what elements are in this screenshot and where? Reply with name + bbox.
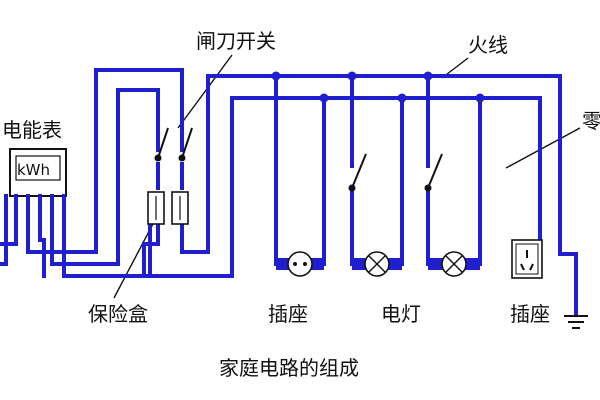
socket-left (276, 251, 324, 277)
junction-dots (271, 71, 485, 103)
fuse-box (147, 191, 189, 225)
socket-right (511, 239, 543, 279)
diagram-caption: 家庭电路的组成 (219, 356, 359, 380)
socket-left-label: 插座 (268, 302, 308, 326)
knife-switch-label: 闸刀开关 (196, 29, 276, 53)
lamp-1 (352, 251, 402, 277)
wiring (0, 68, 578, 316)
meter-label: 电能表 (2, 118, 62, 142)
socket-right-label: 插座 (510, 302, 550, 326)
lamp-label: 电灯 (381, 302, 421, 326)
meter-unit-label: kWh (17, 161, 50, 179)
lamp-2 (428, 251, 480, 277)
lamp-switches (348, 153, 443, 192)
live-wire-label: 火线 (468, 33, 508, 57)
neutral-wire-label: 零 (582, 109, 600, 133)
knife-switch (154, 127, 193, 190)
fuse-box-label: 保险盒 (88, 302, 148, 326)
ground-symbol (564, 315, 588, 329)
electric-meter: kWh (9, 148, 67, 197)
